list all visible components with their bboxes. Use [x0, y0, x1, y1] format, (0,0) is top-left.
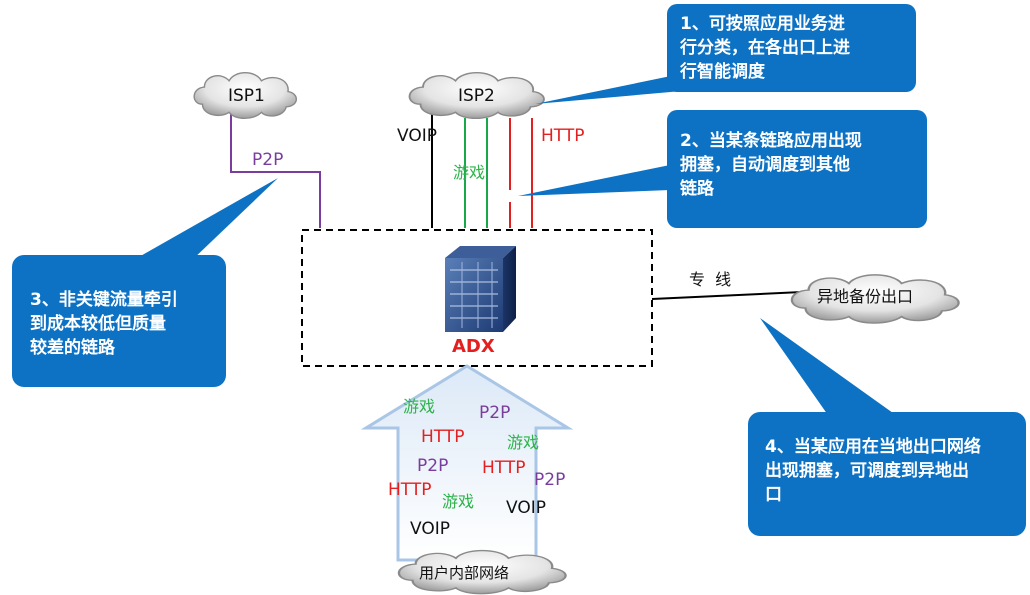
callout-line: 拥塞，自动调度到其他	[680, 155, 850, 175]
isp2-label: ISP2	[458, 86, 495, 106]
adx-server-icon	[445, 246, 516, 332]
callout-line: 3、非关键流量牵引	[30, 290, 178, 310]
callout-4	[748, 318, 1026, 536]
callout-line: 口	[765, 485, 782, 505]
callout-line: 1、可按照应用业务进	[680, 14, 845, 34]
backup-exit-label: 异地备份出口	[817, 287, 914, 306]
http-link-label: HTTP	[541, 126, 585, 146]
callout-4-text: 4、当某应用在当地出口网络 出现拥塞，可调度到异地出 口	[765, 435, 981, 507]
callout-2-text: 2、当某条链路应用出现 拥塞，自动调度到其他 链路	[680, 129, 862, 201]
traffic-label: HTTP	[482, 458, 526, 478]
callout-line: 2、当某条链路应用出现	[680, 131, 862, 151]
traffic-label: VOIP	[410, 519, 450, 539]
callout-line: 到成本较低但质量	[30, 314, 166, 334]
internal-network-label: 用户内部网络	[419, 564, 510, 582]
traffic-label: 游戏	[442, 492, 475, 511]
callout-3-text: 3、非关键流量牵引 到成本较低但质量 较差的链路	[30, 288, 178, 360]
callout-line: 较差的链路	[30, 338, 115, 358]
game-link-label: 游戏	[453, 163, 486, 182]
traffic-label: 游戏	[507, 433, 540, 452]
traffic-label: P2P	[417, 456, 449, 476]
p2p-link-label: P2P	[252, 150, 284, 170]
callout-1	[535, 4, 916, 104]
adx-label: ADX	[452, 336, 495, 357]
callout-line: 出现拥塞，可调度到异地出	[765, 461, 969, 481]
traffic-up-arrow	[360, 364, 574, 562]
callout-line: 行分类，在各出口上进	[680, 38, 850, 58]
callout-1-text: 1、可按照应用业务进 行分类，在各出口上进 行智能调度	[680, 12, 850, 84]
private-line	[651, 291, 803, 300]
traffic-label: 游戏	[403, 397, 436, 416]
traffic-label: VOIP	[506, 498, 546, 518]
callout-3	[12, 178, 278, 387]
p2p-link-line	[230, 112, 321, 228]
isp1-label: ISP1	[228, 86, 265, 106]
private-line-label: 专 线	[689, 270, 732, 289]
voip-link-label: VOIP	[397, 126, 437, 146]
traffic-label: HTTP	[388, 480, 432, 500]
traffic-label: P2P	[534, 470, 566, 490]
callout-line: 行智能调度	[680, 62, 765, 82]
callout-line: 链路	[680, 179, 714, 199]
traffic-label: P2P	[479, 403, 511, 423]
callout-line: 4、当某应用在当地出口网络	[765, 437, 981, 457]
adx-boundary	[301, 229, 653, 367]
traffic-label: HTTP	[421, 427, 465, 447]
callout-2	[518, 110, 927, 228]
